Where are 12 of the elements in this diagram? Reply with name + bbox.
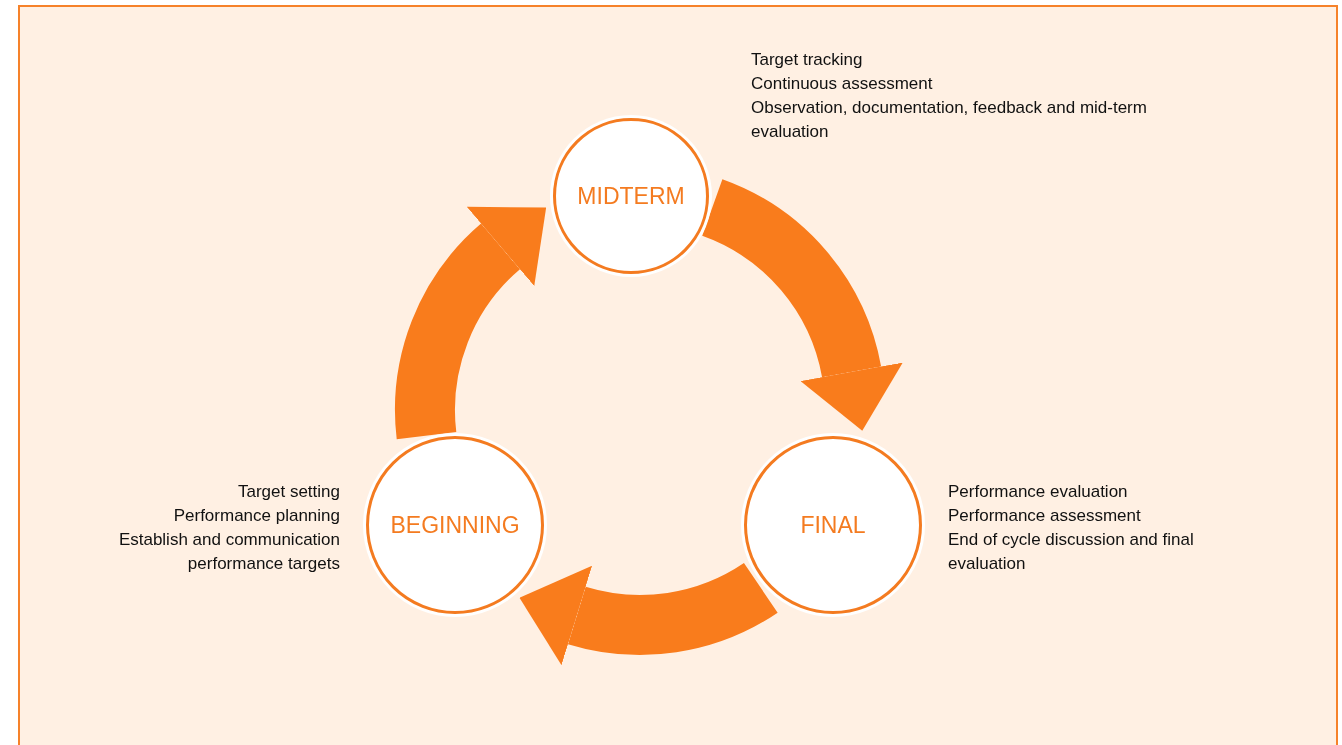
- stage-label: FINAL: [800, 511, 866, 539]
- description-text: Target tracking: [751, 49, 864, 71]
- description-text: Target setting: [236, 481, 340, 503]
- description-text: End of cycle discussion and final evaluation: [948, 529, 1195, 575]
- description-text: Performance evaluation: [948, 481, 1129, 503]
- description-text: Establish and communication performance targets: [117, 529, 340, 575]
- stage-label: BEGINNING: [390, 511, 520, 539]
- description-text: Observation, documentation, feedback and mid-term evaluation: [751, 97, 1148, 143]
- description-text: Continuous assessment: [751, 73, 934, 95]
- description-text: Performance planning: [172, 505, 340, 527]
- stage-label: MIDTERM: [577, 182, 685, 210]
- description-text: Performance assessment: [948, 505, 1142, 527]
